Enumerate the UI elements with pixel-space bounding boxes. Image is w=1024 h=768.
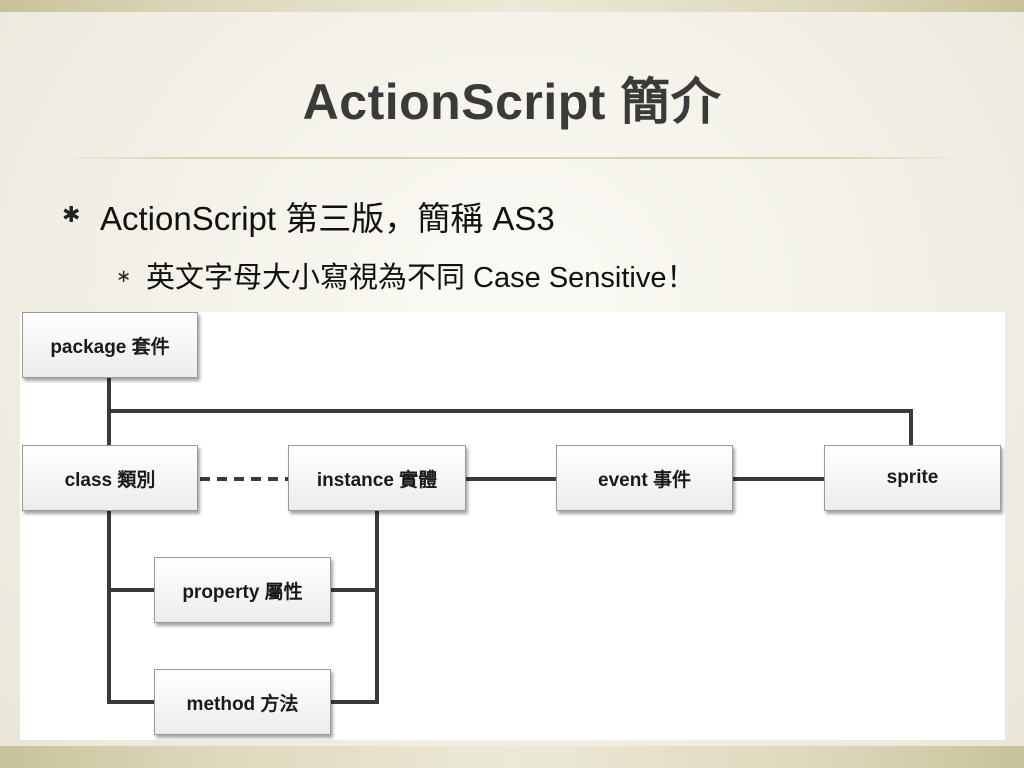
connector-class-property xyxy=(107,509,156,592)
node-sprite: sprite xyxy=(824,445,1001,511)
bullet-marker-icon: ✱ xyxy=(62,202,81,227)
connector-package-sprite xyxy=(107,409,913,447)
diagram-connectors xyxy=(107,376,913,704)
connector-class-method xyxy=(107,588,156,704)
node-property: property 屬性 xyxy=(154,557,331,623)
bullet-text: 英文字母大小寫視為不同 Case Sensitive！ xyxy=(146,262,696,294)
node-event: event 事件 xyxy=(556,445,733,511)
node-method: method 方法 xyxy=(154,669,331,735)
connector-instance-method xyxy=(329,588,379,704)
top-decorative-bar xyxy=(0,0,1024,12)
bullet-marker-icon: ∗ xyxy=(116,266,132,286)
class-structure-diagram: package 套件 class 類別 instance 實體 event 事件… xyxy=(20,312,1005,740)
title-divider xyxy=(50,157,972,159)
bullet-text: ActionScript 第三版，簡稱 AS3 xyxy=(100,200,555,237)
node-package: package 套件 xyxy=(22,312,198,378)
node-instance: instance 實體 xyxy=(288,445,466,511)
connector-instance-property xyxy=(329,509,379,592)
slide-title: ActionScript 簡介 xyxy=(302,74,722,130)
node-class: class 類別 xyxy=(22,445,198,511)
bottom-decorative-bar xyxy=(0,746,1024,768)
